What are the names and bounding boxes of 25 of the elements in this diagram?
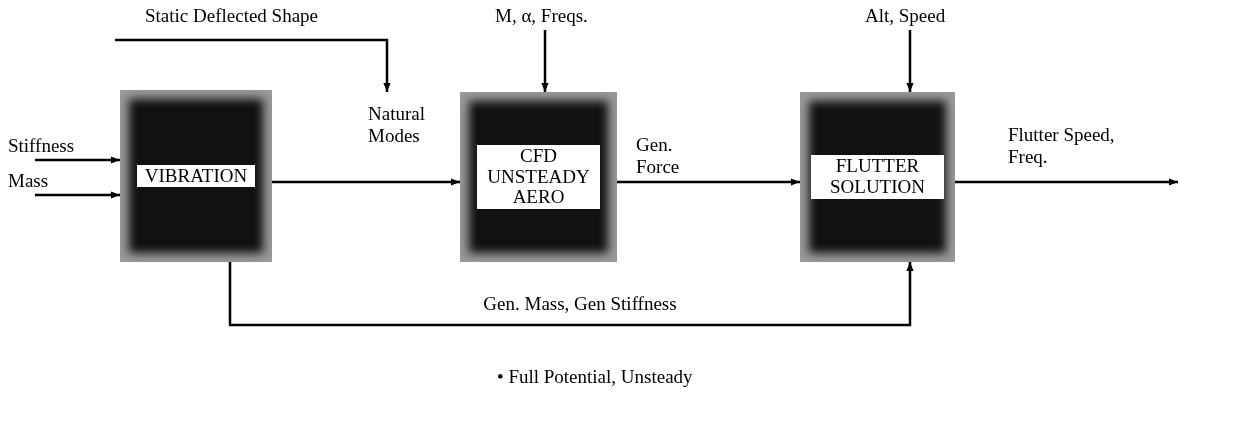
arrow <box>906 30 914 92</box>
arrow <box>955 178 1178 186</box>
arrow <box>272 178 460 186</box>
process-box <box>460 92 617 262</box>
input-label: Alt, Speed <box>865 5 946 26</box>
input-label: Mass <box>8 170 49 191</box>
input-label: Static Deflected Shape <box>145 5 319 26</box>
arrow <box>35 191 120 199</box>
arrow <box>228 262 914 327</box>
input-label: Stiffness <box>8 135 75 156</box>
edge-label: Gen. Mass, Gen Stiffness <box>482 293 678 315</box>
input-label: M, α, Freqs. <box>495 5 588 26</box>
arrow <box>541 30 549 92</box>
process-box <box>800 92 955 262</box>
box-label: CFD UNSTEADY AERO <box>477 144 600 210</box>
arrow <box>115 38 391 92</box>
edge-label: Gen. Force <box>636 134 681 178</box>
process-box <box>120 90 272 262</box>
box-label: FLUTTER SOLUTION <box>811 155 944 199</box>
arrow <box>35 156 120 164</box>
note-text: • Full Potential, Unsteady <box>497 366 694 388</box>
edge-label: Flutter Speed, Freq. <box>1008 124 1116 168</box>
edge-label: Natural Modes <box>368 103 426 147</box>
arrow <box>617 178 800 186</box>
box-label: VIBRATION <box>137 164 255 188</box>
